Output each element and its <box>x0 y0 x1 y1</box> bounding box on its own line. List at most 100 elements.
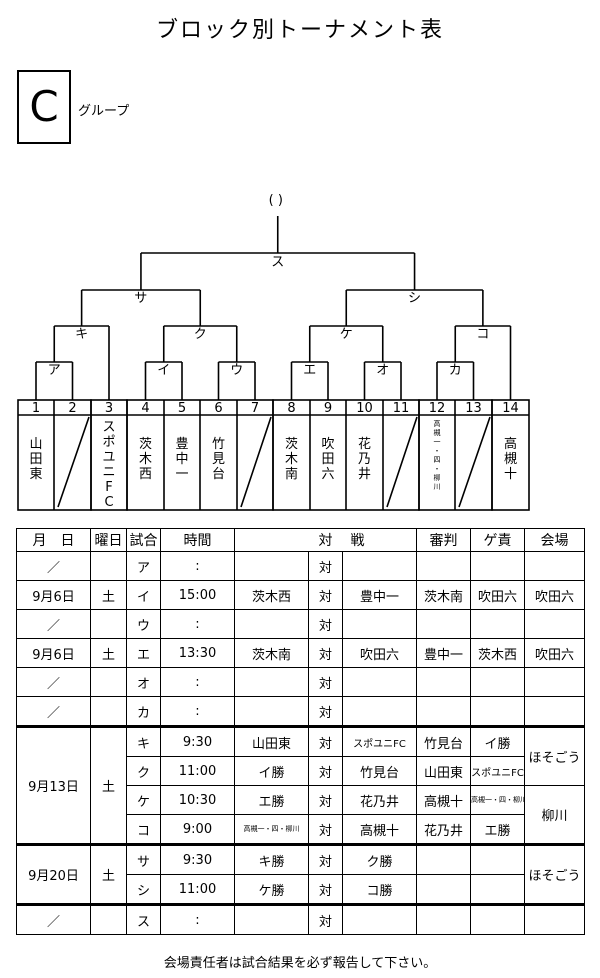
cell-duty: 吹田六 <box>470 580 525 610</box>
team-slot-3: ス ポ ユ ニ F C <box>102 420 116 510</box>
slot-number-9: 9 <box>324 401 332 416</box>
cell-match: カ <box>126 696 161 727</box>
cell-venue: ほそごう <box>524 725 585 786</box>
cell-date: 9月6日 <box>16 638 91 668</box>
cell-duty <box>470 843 525 875</box>
cell-home <box>234 903 309 935</box>
cell-home: イ勝 <box>234 756 309 786</box>
cell-away <box>342 667 417 697</box>
final-winner-placeholder: ( ) <box>269 193 283 208</box>
cell-home: キ勝 <box>234 843 309 875</box>
header-referee: 審判 <box>416 528 471 552</box>
cell-date: 9月20日 <box>16 843 91 905</box>
cell-time: : <box>160 903 235 935</box>
cell-ref <box>416 551 471 581</box>
cell-time: : <box>160 696 235 727</box>
cell-venue <box>524 551 585 581</box>
cell-home: ケ勝 <box>234 874 309 905</box>
slot-number-13: 13 <box>465 401 482 416</box>
cell-match: ケ <box>126 785 161 815</box>
round-label-quarter-1: キ <box>75 327 88 342</box>
cell-duty: 茨木西 <box>470 638 525 668</box>
cell-date: ／ <box>16 609 91 639</box>
slot-number-12: 12 <box>429 401 446 416</box>
cell-away <box>342 609 417 639</box>
cell-match: サ <box>126 843 161 875</box>
cell-day <box>90 551 127 581</box>
cell-time: 13:30 <box>160 638 235 668</box>
cell-venue: 吹田六 <box>524 638 585 668</box>
cell-duty <box>470 874 525 905</box>
cell-ref <box>416 843 471 875</box>
cell-ref <box>416 667 471 697</box>
cell-ref: 豊中一 <box>416 638 471 668</box>
cell-away <box>342 551 417 581</box>
cell-time: 11:00 <box>160 756 235 786</box>
schedule-header-row: 月 日 曜日 試合 時間 対 戦 審判 ゲ責 会場 <box>16 528 585 552</box>
cell-date: 9月13日 <box>16 725 91 845</box>
cell-duty <box>470 696 525 727</box>
cell-vs: 対 <box>308 843 343 875</box>
cell-vs: 対 <box>308 667 343 697</box>
cell-time: 9:30 <box>160 843 235 875</box>
cell-venue: 柳川 <box>524 785 585 845</box>
header-match-up: 戦 <box>342 528 417 552</box>
round-label-quarter-4: コ <box>476 327 489 342</box>
cell-day <box>90 903 127 935</box>
slot-number-2: 2 <box>68 401 76 416</box>
cell-venue <box>524 609 585 639</box>
team-slot-9: 吹 田 六 <box>321 437 335 482</box>
page-title: ブロック別トーナメント表 <box>155 18 444 43</box>
header-day: 曜日 <box>90 528 127 552</box>
slot-number-6: 6 <box>214 401 222 416</box>
cell-ref: 茨木南 <box>416 580 471 610</box>
cell-home: エ勝 <box>234 785 309 815</box>
cell-time: 15:00 <box>160 580 235 610</box>
cell-away: 豊中一 <box>342 580 417 610</box>
slot-number-11: 11 <box>393 401 410 416</box>
cell-time: : <box>160 609 235 639</box>
cell-match: エ <box>126 638 161 668</box>
team-slot-10: 花 乃 井 <box>357 437 371 482</box>
team-slot-4: 茨 木 西 <box>138 437 152 482</box>
schedule-row: ／ ウ: 対 <box>16 609 585 639</box>
cell-ref <box>416 903 471 935</box>
cell-away: 竹見台 <box>342 756 417 786</box>
cell-vs: 対 <box>308 814 343 845</box>
cell-home <box>234 696 309 727</box>
round-label-semi-1: サ <box>134 291 147 306</box>
slot-number-8: 8 <box>287 401 295 416</box>
cell-venue <box>524 696 585 727</box>
cell-ref: 山田東 <box>416 756 471 786</box>
cell-vs: 対 <box>308 874 343 905</box>
cell-away: 吹田六 <box>342 638 417 668</box>
team-slot-8: 茨 木 南 <box>284 437 298 482</box>
round-label-final: ス <box>271 255 284 270</box>
schedule-row: ／ア:対 <box>16 551 585 581</box>
cell-match: キ <box>126 725 161 757</box>
cell-day: 土 <box>90 638 127 668</box>
header-time: 時間 <box>160 528 235 552</box>
cell-duty <box>470 609 525 639</box>
round-label-quarter-2: ク <box>194 327 207 342</box>
cell-away: ク勝 <box>342 843 417 875</box>
round-label-quarter-3: ケ <box>340 327 353 342</box>
header-game-duty: ゲ責 <box>470 528 525 552</box>
cell-match: ウ <box>126 609 161 639</box>
team-slot-14: 高 槻 十 <box>503 437 517 482</box>
cell-away: 花乃井 <box>342 785 417 815</box>
schedule-row: ／オ:対 <box>16 667 585 697</box>
group-label: グループ <box>78 104 130 119</box>
cell-date: ／ <box>16 696 91 727</box>
cell-vs: 対 <box>308 609 343 639</box>
cell-ref <box>416 696 471 727</box>
cell-away: コ勝 <box>342 874 417 905</box>
cell-match: イ <box>126 580 161 610</box>
cell-away: 高槻十 <box>342 814 417 845</box>
cell-vs: 対 <box>308 756 343 786</box>
